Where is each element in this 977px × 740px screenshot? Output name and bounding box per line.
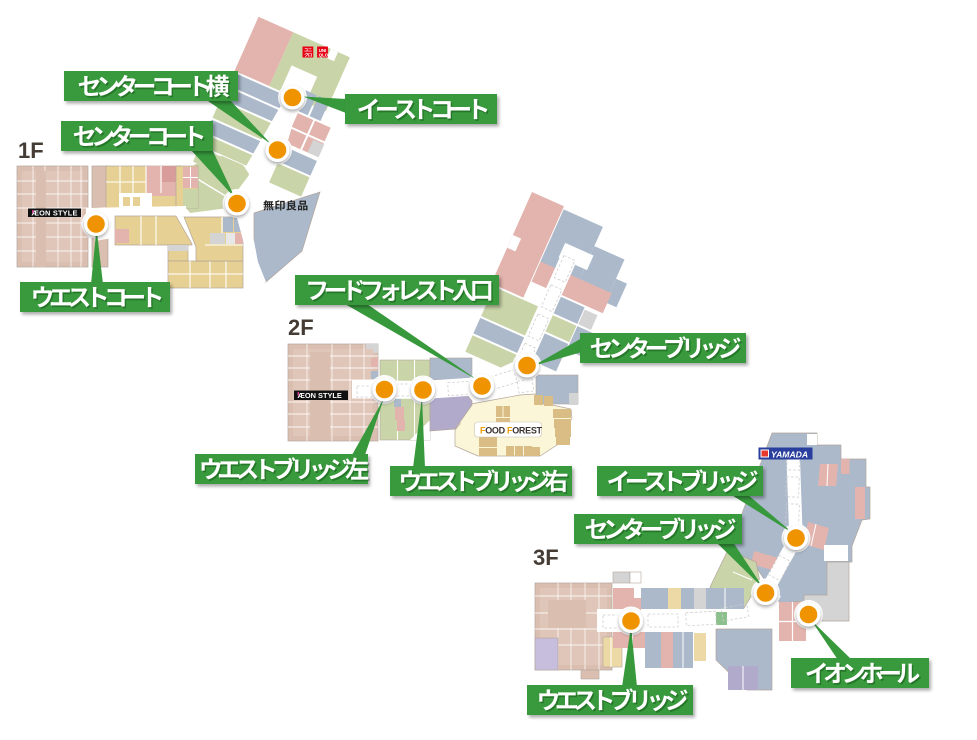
- svg-text:QLO: QLO: [319, 53, 329, 58]
- svg-text:ÆON STYLE: ÆON STYLE: [32, 209, 78, 218]
- svg-text:1F: 1F: [18, 138, 44, 163]
- svg-text:UNI: UNI: [319, 48, 327, 53]
- svg-text:2F: 2F: [288, 315, 314, 340]
- svg-text:3F: 3F: [533, 545, 559, 570]
- svg-text:FOOD FOREST: FOOD FOREST: [480, 425, 543, 435]
- svg-text:YAMADA: YAMADA: [771, 450, 808, 460]
- svg-text:ÆON STYLE: ÆON STYLE: [298, 391, 342, 400]
